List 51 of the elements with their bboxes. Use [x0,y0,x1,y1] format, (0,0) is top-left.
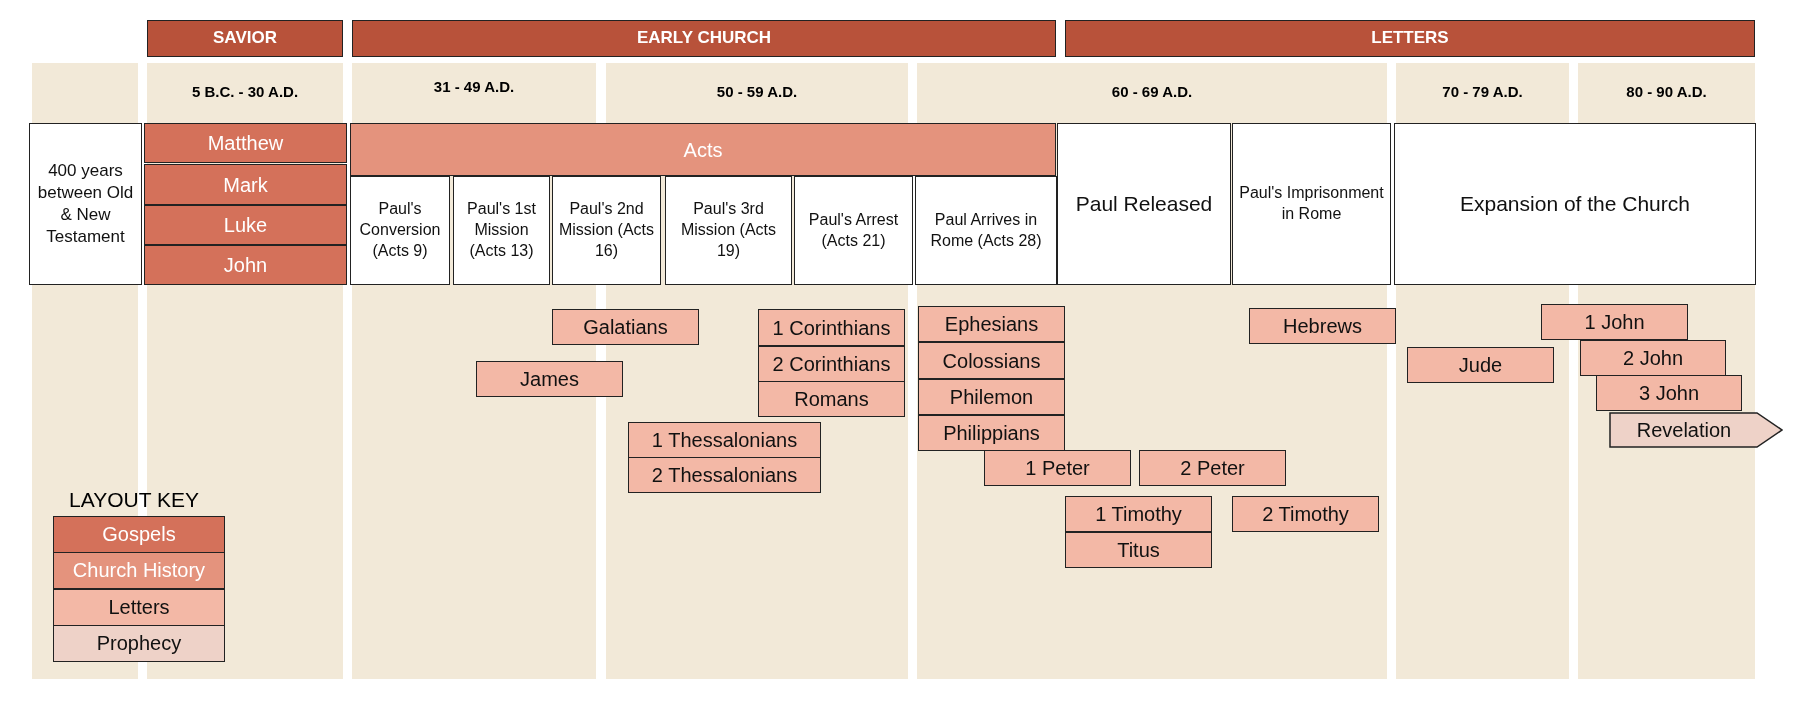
date-range: 70 - 79 A.D. [1441,83,1524,100]
event-box: Expansion of the Church [1394,123,1756,285]
history-box: Acts [350,123,1056,176]
prophecy-card: Revelation [1609,412,1783,448]
event-box: Paul Released [1057,123,1231,285]
event-box: Paul's Conversion (Acts 9) [350,176,450,285]
letter-box: Titus [1065,532,1212,568]
letter-box: 1 John [1541,304,1688,340]
letter-box: 2 Timothy [1232,496,1379,532]
event-box: Paul Arrives in Rome (Acts 28) [915,176,1057,285]
letter-box: James [476,361,623,397]
gospel-box: Luke [144,205,347,245]
letter-box: 1 Corinthians [758,309,905,346]
letter-box: Ephesians [918,306,1065,342]
date-range: 50 - 59 A.D. [715,83,799,100]
event-box: Paul's Imprisonment in Rome [1232,123,1391,285]
date-range: 31 - 49 A.D. [432,78,516,95]
letter-box: 2 Corinthians [758,346,905,382]
letter-box: 2 Peter [1139,450,1286,486]
letter-box: Galatians [552,309,699,345]
event-box: Paul's Arrest (Acts 21) [794,176,913,285]
legend-key: Church History [53,552,225,589]
letter-box: 2 John [1580,340,1726,376]
legend-title: LAYOUT KEY [69,488,199,512]
section-banner: LETTERS [1065,20,1755,57]
date-range: 80 - 90 A.D. [1625,83,1708,100]
event-box: Paul's 2nd Mission (Acts 16) [552,176,661,285]
event-box: Paul's 3rd Mission (Acts 19) [665,176,792,285]
letter-box: 3 John [1596,375,1742,411]
letter-box: Philippians [918,415,1065,451]
letter-box: 2 Thessalonians [628,457,821,493]
event-box: Paul's 1st Mission (Acts 13) [453,176,550,285]
letter-box: Jude [1407,347,1554,383]
section-banner: EARLY CHURCH [352,20,1056,57]
letter-box: 1 Timothy [1065,496,1212,532]
letter-box: 1 Thessalonians [628,422,821,458]
date-range: 5 B.C. - 30 A.D. [190,83,300,100]
letter-box: 1 Peter [984,450,1131,486]
letter-box: Romans [758,381,905,417]
gospel-box: Mark [144,164,347,205]
letter-box: Philemon [918,379,1065,415]
section-banner: SAVIOR [147,20,343,57]
date-range: 60 - 69 A.D. [1110,83,1194,100]
legend-key: Letters [53,589,225,626]
gospel-box: John [144,245,347,285]
letter-box: Hebrews [1249,308,1396,344]
legend-key: Gospels [53,516,225,553]
letter-box: Colossians [918,342,1065,379]
legend-key: Prophecy [53,625,225,662]
gospel-box: Matthew [144,123,347,163]
note-box: 400 years between Old & New Testament [29,123,142,285]
